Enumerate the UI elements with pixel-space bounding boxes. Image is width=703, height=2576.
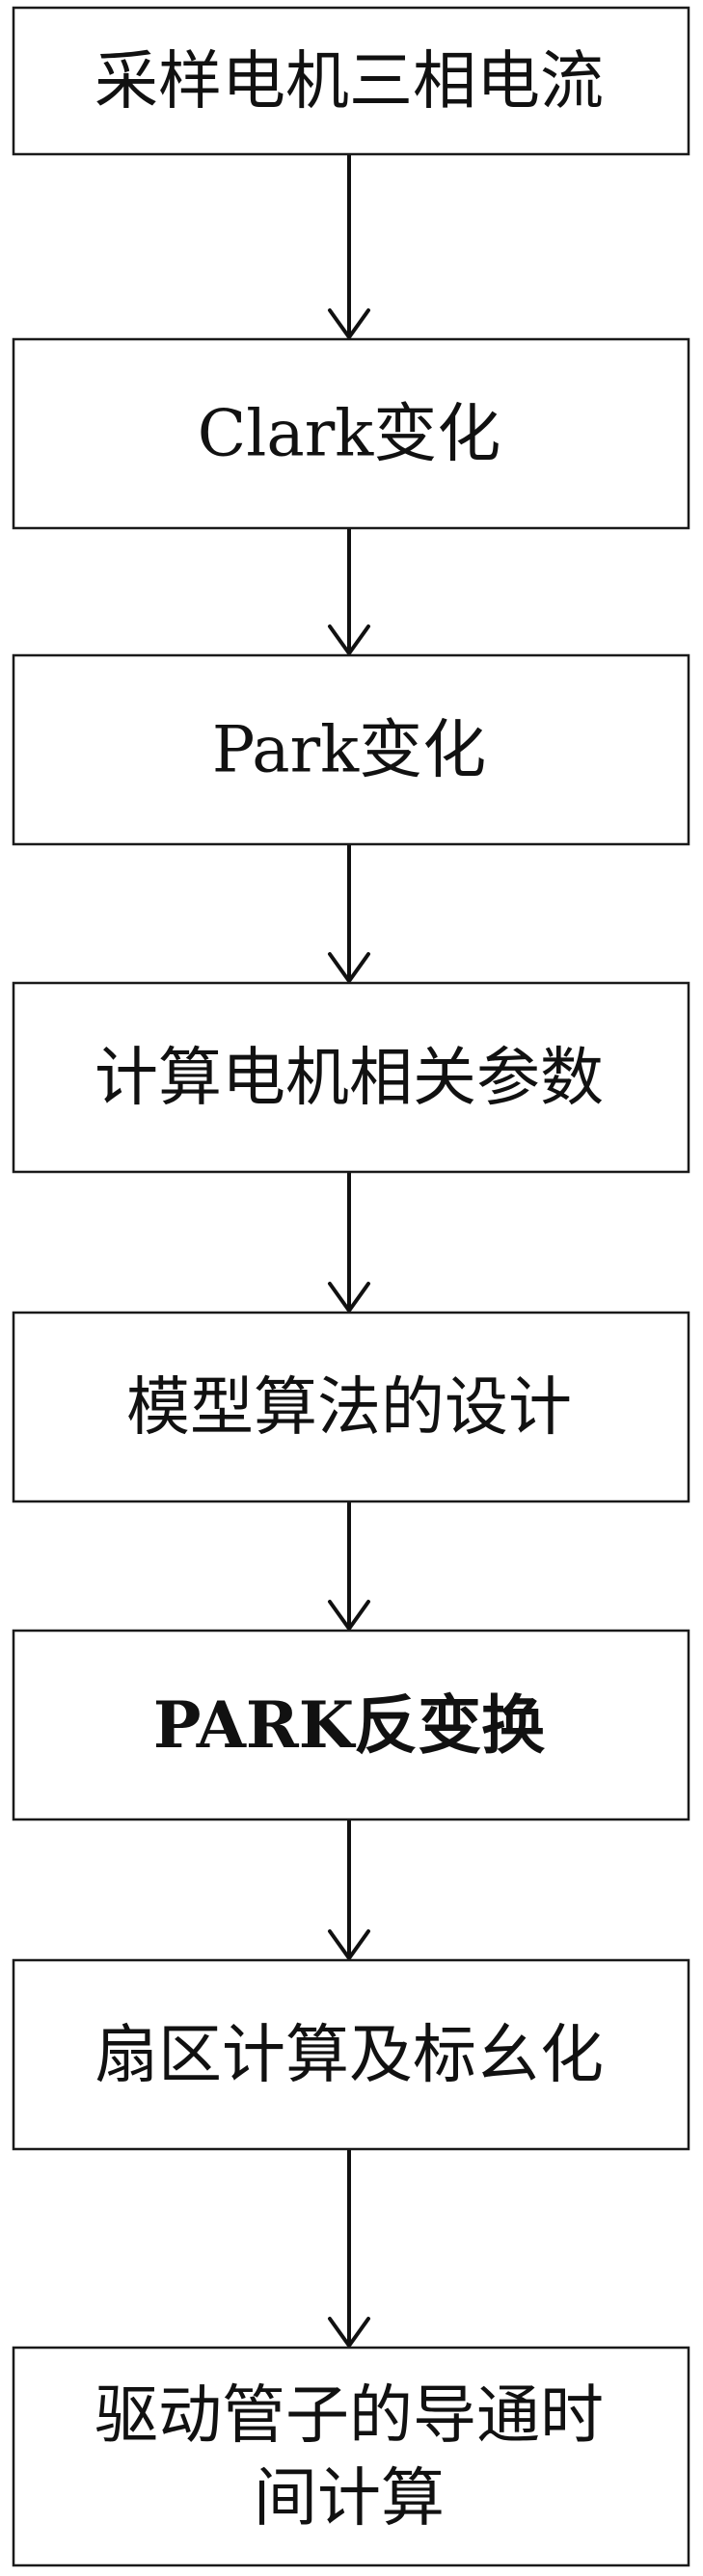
flow-step-4: 计算电机相关参数 (12, 981, 690, 1174)
flow-step-box (12, 1629, 690, 1821)
flow-arrow-2 (328, 528, 370, 655)
flow-step-label: 间计算 (254, 2461, 445, 2536)
flow-arrow-7 (328, 2149, 370, 2348)
flow-step-label: 驱动管子的导通时 (95, 2378, 604, 2453)
arrow-head (328, 1929, 370, 1960)
arrow-head (328, 1282, 370, 1313)
arrow-head (328, 952, 370, 983)
flow-step-box (12, 6, 690, 156)
flow-step-label: 扇区计算及标幺化 (95, 2018, 604, 2092)
flow-step-label: 模型算法的设计 (126, 1370, 572, 1445)
flow-step-box (12, 653, 690, 846)
arrow-head (328, 2317, 370, 2348)
flow-step-box (12, 1311, 690, 1503)
flow-step-box (12, 1958, 690, 2151)
flow-step-2: Clark变化 (12, 337, 690, 530)
flow-step-label: PARK反变换 (153, 1687, 545, 1763)
flow-step-box (12, 337, 690, 530)
flow-arrow-4 (328, 1172, 370, 1313)
flow-step-box (12, 981, 690, 1174)
flow-step-3: Park变化 (12, 653, 690, 846)
flow-step-box (12, 2346, 690, 2567)
flow-arrow-5 (328, 1501, 370, 1631)
flow-step-label: 采样电机三相电流 (95, 44, 604, 119)
flow-arrow-1 (328, 154, 370, 339)
flow-arrow-3 (328, 844, 370, 983)
flow-arrow-6 (328, 1819, 370, 1960)
flow-step-7: 扇区计算及标幺化 (12, 1958, 690, 2151)
arrow-head (328, 1600, 370, 1631)
edges-layer (328, 154, 370, 2348)
arrow-head (328, 308, 370, 339)
flow-step-label: 计算电机相关参数 (95, 1041, 604, 1115)
flow-step-label: Clark变化 (198, 397, 501, 471)
flow-step-1: 采样电机三相电流 (12, 6, 690, 156)
flow-step-5: 模型算法的设计 (12, 1311, 690, 1503)
arrow-head (328, 624, 370, 655)
flow-step-label: Park变化 (212, 713, 486, 787)
flow-step-6: PARK反变换 (12, 1629, 690, 1821)
